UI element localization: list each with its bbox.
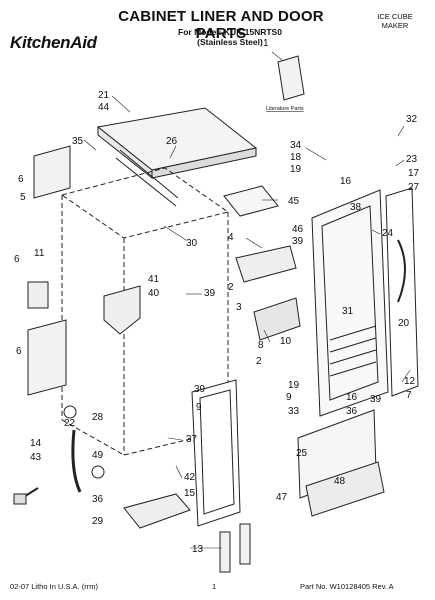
side-trim	[33, 145, 71, 199]
callout-44: 44	[98, 102, 110, 113]
callout-8: 8	[258, 340, 264, 351]
callout-42: 42	[184, 472, 196, 483]
callout-6b: 6	[14, 254, 20, 265]
callout-25: 25	[296, 448, 308, 459]
literature-label: Literature Parts	[266, 106, 304, 112]
callout-27: 27	[408, 182, 420, 193]
model-number: For Model: KUIC15NRTS0	[178, 27, 282, 37]
callout-41: 41	[148, 274, 160, 285]
door-gasket	[385, 187, 419, 397]
callout-20: 20	[398, 318, 410, 329]
left-panel	[27, 319, 67, 396]
callout-39d: 39	[194, 384, 206, 395]
callout-30: 30	[186, 238, 198, 249]
cabinet-top-front	[151, 147, 257, 179]
kick-plate-47	[305, 461, 385, 517]
trim-13b	[239, 523, 251, 565]
callout-47: 47	[276, 492, 288, 503]
door-assembly	[311, 189, 389, 417]
callout-37: 37	[186, 434, 198, 445]
shelf-4	[235, 245, 297, 283]
callout-17: 17	[408, 168, 420, 179]
callout-labels: 21 44 35 26 6 5 30 1 Literature Parts 32…	[14, 38, 420, 555]
callout-49: 49	[92, 450, 104, 461]
callout-21: 21	[98, 90, 110, 101]
callout-43: 43	[30, 452, 42, 463]
part-29	[123, 493, 191, 529]
callout-40: 40	[148, 288, 160, 299]
callout-36b: 36	[92, 494, 104, 505]
door-vent	[329, 325, 377, 341]
callout-22: 22	[64, 418, 76, 429]
callout-36: 36	[346, 406, 358, 417]
door-handle	[397, 239, 406, 303]
callout-15: 15	[184, 488, 196, 499]
callout-31: 31	[342, 306, 354, 317]
callout-18: 18	[290, 152, 302, 163]
callout-6c: 6	[16, 346, 22, 357]
drain-tube	[71, 429, 82, 493]
model-info: For Model: KUIC15NRTS0 (Stainless Steel)	[155, 27, 305, 47]
callout-46: 46	[292, 224, 304, 235]
callout-7: 7	[406, 390, 412, 401]
callout-11: 11	[34, 248, 45, 259]
footer-part-number: Part No. W10128405 Rev. A	[300, 582, 394, 591]
brand-logo: KitchenAid	[10, 33, 97, 52]
callout-23: 23	[406, 154, 418, 165]
door-frame-15	[191, 379, 241, 527]
category-line-2: MAKER	[381, 21, 409, 30]
callout-28: 28	[92, 412, 104, 423]
callout-14: 14	[30, 438, 42, 449]
hinge-bracket-40	[103, 285, 141, 335]
callout-16a: 16	[340, 176, 352, 187]
finish-label: (Stainless Steel)	[197, 37, 263, 47]
callout-33: 33	[288, 406, 300, 417]
callout-6a: 6	[18, 174, 24, 185]
callout-29: 29	[92, 516, 104, 527]
callout-48: 48	[334, 476, 346, 487]
callout-13: 13	[192, 544, 204, 555]
top-rail	[119, 149, 179, 199]
callout-32: 32	[406, 114, 418, 125]
leader-lines	[83, 51, 411, 549]
part-45	[223, 185, 279, 217]
callout-26: 26	[166, 136, 178, 147]
callout-38: 38	[350, 202, 362, 213]
callout-34: 34	[290, 140, 302, 151]
page-title: CABINET LINER AND DOOR PARTS	[118, 8, 324, 42]
callout-2b: 2	[256, 356, 262, 367]
callout-4: 4	[228, 232, 234, 243]
callout-24: 24	[382, 228, 394, 239]
footer-litho: 02-07 Litho In U.S.A. (rrm)	[10, 582, 98, 591]
callout-5: 5	[20, 192, 26, 203]
callout-16b: 16	[346, 392, 358, 403]
diagram-drawing	[13, 55, 419, 573]
part-22	[63, 405, 77, 419]
callout-19a: 19	[290, 164, 302, 175]
callout-19b: 19	[288, 380, 300, 391]
category-label: ICE CUBE MAKER	[365, 12, 425, 30]
callout-9: 9	[286, 392, 292, 403]
callout-45: 45	[288, 196, 300, 207]
footer-page-number: 1	[212, 582, 217, 591]
part-36	[91, 465, 105, 479]
callout-9b: 9	[196, 402, 202, 413]
callout-12: 12	[404, 376, 416, 387]
callout-10: 10	[280, 336, 292, 347]
callout-2a: 2	[228, 282, 234, 293]
connector	[13, 493, 27, 505]
bracket-11	[27, 281, 49, 309]
trim-13a	[219, 531, 231, 573]
callout-39c: 39	[370, 394, 382, 405]
callout-35: 35	[72, 136, 84, 147]
category-line-1: ICE CUBE	[377, 12, 413, 21]
callout-1: 1	[263, 38, 269, 49]
callout-39a: 39	[292, 236, 304, 247]
part-8	[253, 297, 301, 341]
callout-39b: 39	[204, 288, 216, 299]
callout-3: 3	[236, 302, 242, 313]
literature-parts	[277, 55, 305, 101]
